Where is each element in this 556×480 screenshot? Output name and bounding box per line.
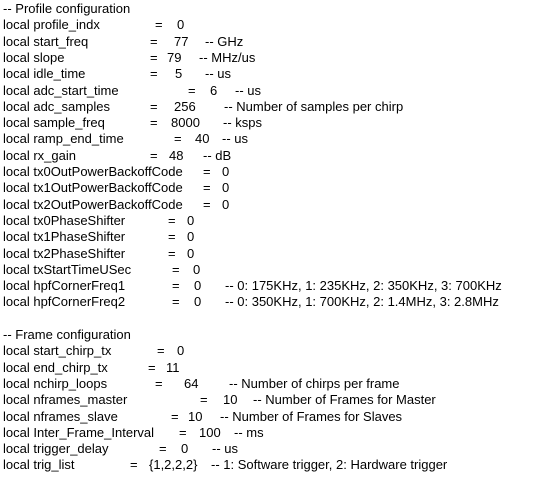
variable-declaration: local sample_freq bbox=[3, 115, 105, 131]
assigned-value: 0 bbox=[187, 245, 195, 261]
inline-comment: -- 0: 175KHz, 1: 235KHz, 2: 350KHz, 3: 7… bbox=[225, 278, 502, 294]
assignment-operator: = bbox=[174, 131, 182, 147]
assignment-operator: = bbox=[203, 180, 211, 196]
assignment-operator: = bbox=[155, 17, 163, 33]
assigned-value: 64 bbox=[184, 375, 199, 391]
inline-comment: -- dB bbox=[203, 147, 232, 163]
variable-declaration: local profile_indx bbox=[3, 17, 100, 33]
inline-comment: -- GHz bbox=[205, 33, 244, 49]
inline-comment: -- us bbox=[222, 131, 248, 147]
assigned-value: 0 bbox=[194, 278, 202, 294]
inline-comment: -- us bbox=[212, 441, 238, 457]
variable-declaration: local txStartTimeUSec bbox=[3, 261, 132, 277]
assignment-operator: = bbox=[200, 392, 208, 408]
assigned-value: 0 bbox=[222, 164, 230, 179]
assignment-operator: = bbox=[203, 196, 211, 212]
assignment-operator: = bbox=[168, 245, 176, 261]
assignment-operator: = bbox=[150, 33, 158, 49]
assigned-value: 10 bbox=[188, 408, 203, 424]
assignment-operator: = bbox=[150, 66, 158, 82]
inline-comment: -- Number of Frames for Slaves bbox=[220, 408, 403, 424]
inline-comment: -- Number of samples per chirp bbox=[224, 98, 404, 114]
assignment-operator: = bbox=[157, 343, 165, 359]
assigned-value: 10 bbox=[223, 392, 238, 408]
assignment-operator: = bbox=[159, 441, 167, 457]
assignment-operator: = bbox=[150, 147, 158, 163]
assigned-value: {1,2,2,2} bbox=[149, 457, 198, 473]
section-comment: -- Frame configuration bbox=[3, 327, 131, 342]
assigned-value: 0 bbox=[177, 343, 185, 359]
assigned-value: 0 bbox=[222, 180, 230, 196]
variable-declaration: local start_chirp_tx bbox=[3, 343, 112, 359]
assignment-operator: = bbox=[171, 408, 179, 424]
inline-comment: -- MHz/us bbox=[199, 49, 256, 65]
variable-declaration: local hpfCornerFreq2 bbox=[3, 294, 126, 310]
assignment-operator: = bbox=[150, 115, 158, 131]
variable-declaration: local tx0OutPowerBackoffCode bbox=[3, 164, 183, 179]
inline-comment: -- us bbox=[235, 82, 261, 98]
inline-comment: -- Number of chirps per frame bbox=[229, 375, 400, 391]
variable-declaration: local tx1OutPowerBackoffCode bbox=[3, 180, 183, 196]
assignment-operator: = bbox=[168, 229, 176, 245]
assigned-value: 0 bbox=[187, 229, 195, 245]
assignment-operator: = bbox=[130, 457, 138, 473]
variable-declaration: local ramp_end_time bbox=[3, 131, 124, 147]
assigned-value: 79 bbox=[167, 49, 182, 65]
assigned-value: 0 bbox=[194, 294, 202, 310]
assigned-value: 40 bbox=[195, 131, 210, 147]
assigned-value: 100 bbox=[199, 424, 221, 440]
assignment-operator: = bbox=[150, 49, 158, 65]
assigned-value: 8000 bbox=[171, 115, 200, 131]
assigned-value: 0 bbox=[187, 212, 195, 228]
variable-declaration: local slope bbox=[3, 49, 65, 65]
section-comment: -- Profile configuration bbox=[3, 1, 131, 16]
inline-comment: -- 1: Software trigger, 2: Hardware trig… bbox=[211, 457, 448, 473]
assignment-operator: = bbox=[188, 82, 196, 98]
assignment-operator: = bbox=[150, 98, 158, 114]
variable-declaration: local rx_gain bbox=[3, 147, 76, 163]
assignment-operator: = bbox=[168, 212, 176, 228]
variable-declaration: local nframes_slave bbox=[3, 408, 118, 424]
variable-declaration: local adc_samples bbox=[3, 98, 110, 114]
assigned-value: 0 bbox=[222, 196, 230, 212]
variable-declaration: local tx1PhaseShifter bbox=[3, 229, 126, 245]
variable-declaration: local nframes_master bbox=[3, 392, 128, 408]
assigned-value: 0 bbox=[181, 441, 189, 457]
assigned-value: 48 bbox=[169, 147, 184, 163]
assigned-value: 6 bbox=[210, 82, 218, 98]
assignment-operator: = bbox=[172, 261, 180, 277]
variable-declaration: local tx2PhaseShifter bbox=[3, 245, 126, 261]
inline-comment: -- Number of Frames for Master bbox=[253, 392, 436, 408]
inline-comment: -- ksps bbox=[223, 115, 262, 131]
assignment-operator: = bbox=[179, 424, 187, 440]
variable-declaration: local hpfCornerFreq1 bbox=[3, 278, 126, 294]
variable-declaration: local idle_time bbox=[3, 66, 86, 82]
assignment-operator: = bbox=[148, 359, 156, 375]
variable-declaration: local trig_list bbox=[3, 457, 75, 473]
assignment-operator: = bbox=[203, 164, 211, 179]
variable-declaration: local tx0PhaseShifter bbox=[3, 212, 126, 228]
assigned-value: 77 bbox=[174, 33, 189, 49]
assignment-operator: = bbox=[172, 278, 180, 294]
inline-comment: -- 0: 350KHz, 1: 700KHz, 2: 1.4MHz, 3: 2… bbox=[225, 294, 499, 310]
inline-comment: -- ms bbox=[234, 424, 264, 440]
assigned-value: 5 bbox=[175, 66, 183, 82]
variable-declaration: local trigger_delay bbox=[3, 441, 109, 457]
variable-declaration: local start_freq bbox=[3, 33, 89, 49]
assigned-value: 256 bbox=[174, 98, 196, 114]
assignment-operator: = bbox=[172, 294, 180, 310]
assigned-value: 11 bbox=[166, 359, 180, 375]
variable-declaration: local end_chirp_tx bbox=[3, 359, 108, 375]
inline-comment: -- us bbox=[205, 66, 231, 82]
variable-declaration: local nchirp_loops bbox=[3, 375, 108, 391]
assigned-value: 0 bbox=[193, 261, 201, 277]
variable-declaration: local tx2OutPowerBackoffCode bbox=[3, 196, 183, 212]
assignment-operator: = bbox=[155, 375, 163, 391]
assigned-value: 0 bbox=[177, 17, 185, 33]
variable-declaration: local Inter_Frame_Interval bbox=[3, 424, 155, 440]
variable-declaration: local adc_start_time bbox=[3, 82, 119, 98]
